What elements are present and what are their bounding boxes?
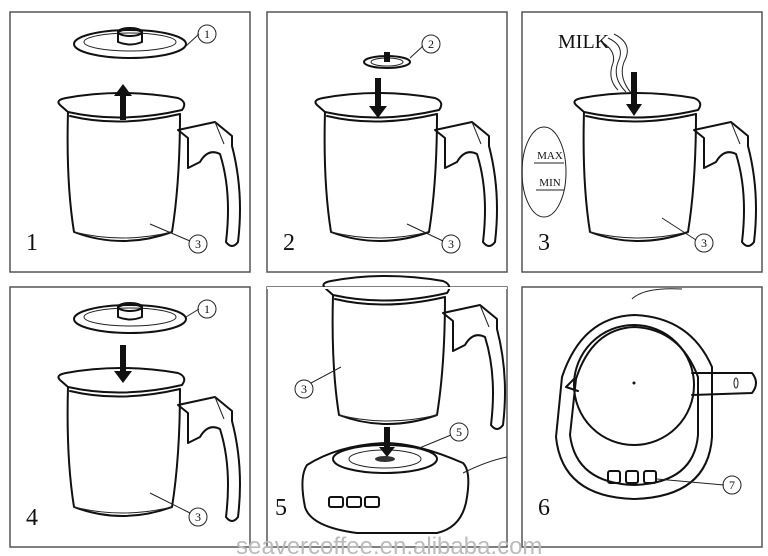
callout-3: 3 (195, 510, 201, 524)
callout-5: 5 (456, 425, 462, 439)
panel-5: 3 5 5 (266, 275, 508, 548)
step-number: 2 (283, 230, 295, 256)
arrow-down-icon (379, 427, 395, 457)
max-label: MAX (537, 150, 563, 162)
callout-7: 7 (729, 478, 735, 492)
whisk-part (363, 52, 411, 69)
callout-3: 3 (301, 382, 307, 396)
arrow-down-icon (369, 78, 387, 118)
step-number: 1 (26, 230, 38, 256)
arrow-down-icon (114, 345, 132, 383)
callout-1: 1 (204, 302, 210, 316)
callout-3: 3 (195, 237, 201, 251)
callout-3: 3 (448, 237, 454, 251)
callout-1: 1 (204, 27, 210, 41)
step-number: 3 (538, 230, 550, 256)
panel-2: 2 3 2 (266, 11, 508, 273)
callout-2: 2 (428, 37, 434, 51)
panel-3: MILK MAX MIN 3 3 (521, 11, 763, 273)
panel-4: 1 3 4 (9, 286, 251, 548)
callout-3: 3 (701, 236, 707, 250)
watermark: seavercoffee.en.alibaba.com (236, 533, 542, 556)
panel-1: 1 3 1 (9, 11, 251, 273)
arrow-up-icon (114, 84, 132, 120)
max-min-gauge (521, 126, 567, 218)
arrow-down-icon (626, 72, 642, 116)
step-number: 5 (275, 495, 287, 521)
panel-6: 7 6 (521, 286, 763, 548)
milk-label: MILK (558, 31, 610, 53)
min-label: MIN (539, 177, 560, 189)
milk-stream (601, 33, 633, 95)
step-number: 6 (538, 495, 550, 521)
step-number: 4 (26, 505, 38, 531)
top-view-unit (555, 288, 757, 500)
